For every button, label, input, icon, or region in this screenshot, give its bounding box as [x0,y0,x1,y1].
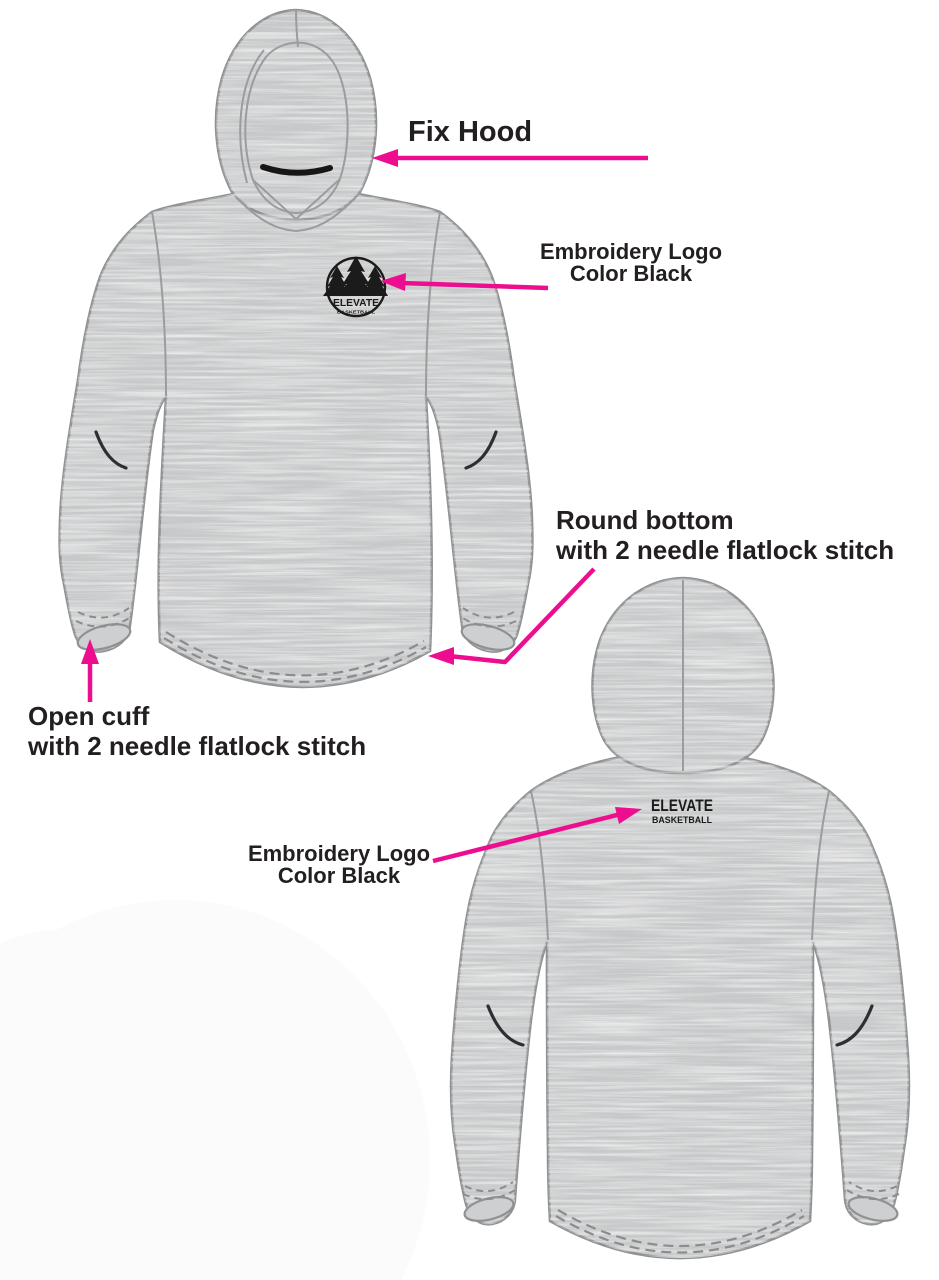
back-armhole-left [530,790,549,941]
back-details: ELEVATE BASKETBALL [462,580,900,1254]
front-cuff-right-stitch [460,607,517,628]
back-cuff-right-stitch [846,1181,900,1201]
round-bottom-arrowhead [428,647,454,665]
fix-hood-label: Fix Hood [408,116,533,148]
front-elbow-right [464,430,498,470]
front-embroidery-arrowhead [380,273,406,291]
front-embroidery-label: Embroidery Logo Color Black [521,241,741,285]
open-cuff-label-line1: Open cuff [28,701,150,731]
arrow-lines [87,155,648,864]
front-armhole-right [425,211,441,397]
front-cuff-left-stitch [75,607,132,628]
annotation-arrows [81,149,648,864]
front-chest-logo: ELEVATE BASKETBALL [323,256,388,318]
front-details: ELEVATE BASKETBALL [75,9,517,683]
front-embroidery-arrow-line [400,280,549,291]
back-elbow-right [835,1004,874,1047]
round-bottom-label: Round bottom with 2 needle flatlock stit… [556,505,894,565]
back-armhole-right [811,790,830,941]
fix-hood-arrowhead [372,149,398,167]
front-neck-seam [235,196,357,233]
round-bottom-arrow-line [448,567,596,665]
round-bottom-label-line1: Round bottom [556,505,734,535]
round-bottom-label-line2: with 2 needle flatlock stitch [556,535,895,565]
front-embroidery-label-line1: Embroidery Logo [539,239,723,264]
front-hood-drape-right [295,178,341,220]
front-hood-opening [244,41,349,215]
front-embroidery-label-line2: Color Black [569,261,693,286]
back-logo-sub-text: BASKETBALL [652,815,712,825]
back-embroidery-label-line1: Embroidery Logo [247,841,431,866]
back-embroidery-label: Embroidery Logo Color Black [229,843,449,887]
open-cuff-label: Open cuff with 2 needle flatlock stitch [28,701,366,761]
front-logo-tree-center [338,256,374,296]
back-logo-brand-text: ELEVATE [651,796,713,815]
back-elbow-left [486,1004,525,1047]
front-hood-black-band [260,164,333,176]
back-logo: ELEVATE BASKETBALL [651,796,713,825]
arrow-heads [81,149,642,824]
front-logo-sub-text: BASKETBALL [337,310,375,316]
front-elbow-left [94,430,128,470]
open-cuff-label-line2: with 2 needle flatlock stitch [28,731,367,761]
front-hood-facing-line [239,49,265,184]
front-logo-brand-text: ELEVATE [333,297,379,309]
open-cuff-arrowhead [81,639,99,664]
back-hem-stitch [555,1209,805,1254]
front-logo-tree-left [323,266,351,296]
back-embroidery-arrow-line [432,811,622,864]
front-hood-drape-left [252,179,297,220]
back-cuff-left-stitch [462,1181,516,1201]
front-armhole-left [151,211,167,397]
front-hood-top-seam [295,9,299,48]
back-embroidery-arrowhead [615,807,642,824]
back-embroidery-label-line2: Color Black [277,863,401,888]
front-logo-tree-right [361,266,388,296]
front-hem-stitch [163,631,427,683]
